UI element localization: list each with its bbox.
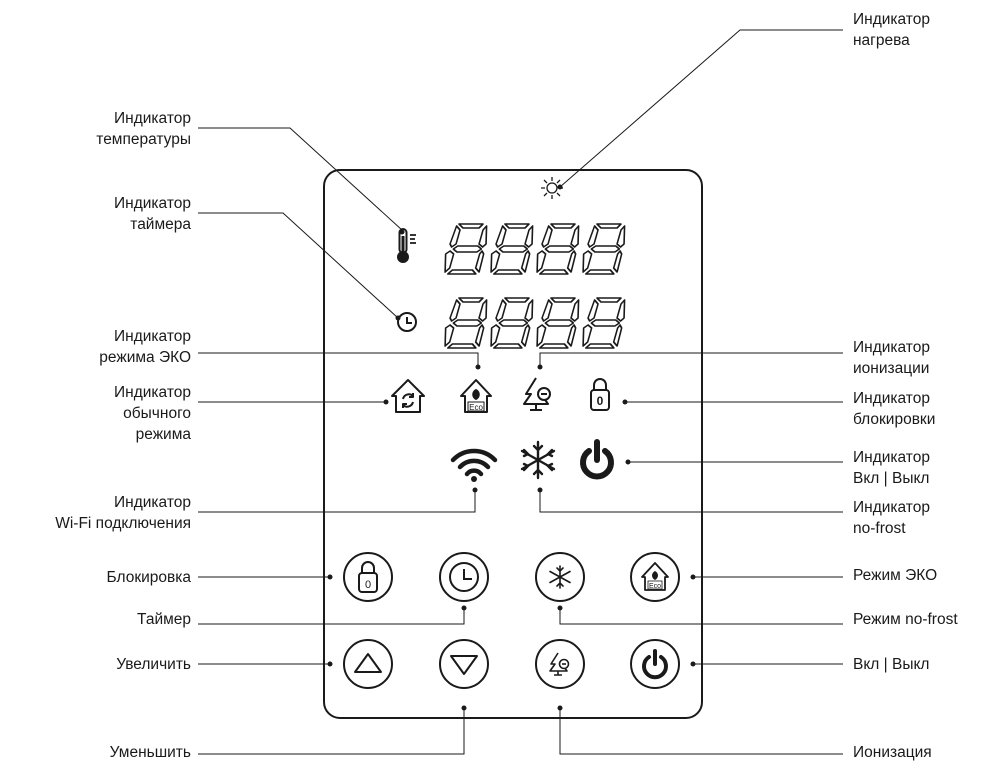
clock-icon [449, 562, 479, 592]
power-button[interactable] [630, 639, 680, 689]
eco-mode-button-label: Режим ЭКО [853, 567, 938, 584]
snowflake-icon [520, 440, 556, 480]
svg-text:0: 0 [597, 394, 604, 408]
eco-badge-text: Eco [469, 403, 483, 412]
timer-display [442, 297, 628, 349]
lock-icon: 0 [358, 561, 378, 593]
svg-text:0: 0 [365, 579, 371, 591]
leader-lines [198, 29, 843, 755]
heating-indicator-icon [541, 177, 563, 199]
leader-dots [327, 184, 696, 711]
triangle-up-icon [354, 653, 382, 673]
increase-button[interactable] [343, 639, 393, 689]
eco-house-icon: Eco [641, 562, 669, 591]
snowflake-icon [549, 565, 571, 589]
lock-indicator-icon: 0 [590, 378, 610, 411]
thermometer-icon [397, 228, 416, 263]
eco-mode-button[interactable]: Eco [630, 552, 680, 602]
triangle-down-icon [450, 655, 478, 675]
normal-mode-house-icon [391, 379, 425, 413]
svg-text:Eco: Eco [649, 583, 661, 590]
power-indicator-icon [580, 439, 614, 480]
timer-button[interactable] [439, 552, 489, 602]
eco-indicator-icon: Eco [460, 379, 492, 413]
ionization-tree-icon [549, 652, 570, 676]
power-icon [642, 649, 668, 680]
wifi-icon [450, 448, 498, 482]
temperature-display [442, 223, 628, 275]
decrease-button[interactable] [439, 639, 489, 689]
ionization-button[interactable] [535, 639, 585, 689]
decrease-button-label: Уменьшить [109, 744, 191, 761]
ionization-button-label: Ионизация [853, 744, 932, 761]
nofrost-button[interactable] [535, 552, 585, 602]
power-button-label: Вкл | Выкл [853, 656, 930, 673]
lock-button[interactable]: 0 [343, 552, 393, 602]
clock-icon [397, 312, 417, 332]
timer-button-label: Таймер [137, 611, 191, 628]
increase-button-label: Увеличить [116, 656, 191, 673]
ionization-tree-icon [523, 377, 551, 411]
lock-button-label: Блокировка [106, 569, 192, 586]
nofrost-button-label: Режим no-frost [853, 611, 958, 628]
control-panel [323, 169, 703, 719]
